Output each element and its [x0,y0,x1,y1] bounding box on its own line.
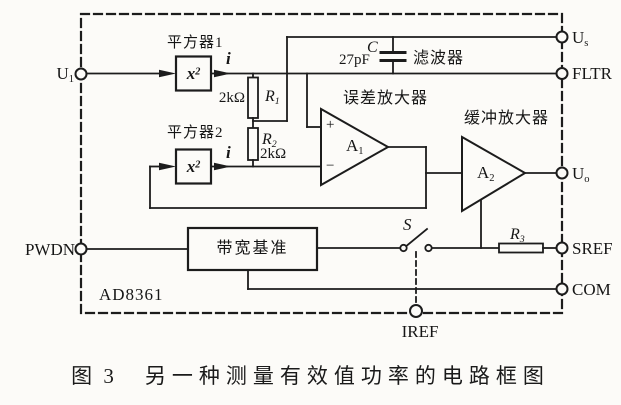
switch-contact-left [399,243,408,253]
resistor-r3-body [498,242,544,254]
error-amp-triangle [320,107,391,187]
terminal-label-uo: Uo [572,164,590,185]
terminal-uo [555,166,569,180]
squarer2-box [174,148,213,185]
switch-contact-right [424,243,433,253]
resistor-r1-value: 2kΩ [218,90,245,106]
arrow-into-squarer2 [159,162,176,171]
switch-lever [405,227,429,247]
circuit-diagram: U1 PWDN Us FLTR Uo SREF COM IREF AD8361 … [24,12,613,341]
bandgap-label: 带宽基准 [216,240,289,257]
resistor-r3-label: R3 [510,226,525,245]
arrow-out-squarer2 [214,162,231,171]
filter-label: 滤波器 [413,50,465,67]
resistor-r1-body [247,76,259,119]
error-amp-label: 误差放大器 [343,90,429,107]
chip-boundary [79,12,564,315]
terminal-fltr [555,67,569,80]
buffer-amp-label: 缓冲放大器 [464,110,550,127]
capacitor-value: 27pF [339,52,370,68]
squarer1-current-label: i [226,49,231,68]
squarer1-box [174,55,213,92]
error-amp-minus: − [326,158,335,174]
chip-name: AD8361 [99,285,164,304]
bandgap-box [186,226,319,272]
terminal-label-u1: U1 [56,64,74,85]
squarer1-symbol: x2 [186,63,201,83]
squarer2-current-label: i [226,143,231,162]
arrow-into-squarer1 [159,69,176,78]
arrow-out-squarer1 [214,69,231,78]
resistor-r2-label: R2 [262,131,277,150]
terminal-us [555,30,569,44]
switch-label: S [403,215,412,234]
figure-caption: 图 3 另一种测量有效值功率的电路框图 [0,360,621,390]
resistor-r1-label: R1 [265,88,280,107]
squarer2-label: 平方器2 [167,125,224,141]
error-amp-plus: + [326,117,335,133]
squarer1-label: 平方器1 [167,35,224,51]
squarer2-symbol: x2 [186,156,201,176]
terminal-com [555,282,569,296]
terminal-sref [555,241,569,255]
caption-number: 图 3 [71,364,117,388]
resistor-r2-body [247,127,259,161]
buffer-amp-name: A2 [477,163,495,184]
buffer-amp-triangle [461,135,527,213]
terminal-label-us: Us [572,28,589,49]
terminal-label-fltr: FLTR [572,64,613,83]
terminal-label-iref: IREF [401,322,439,341]
terminal-pwdn [74,242,88,256]
error-amp-name: A1 [346,136,364,157]
circuit-lines [74,12,569,318]
capacitor-name: C [367,39,378,56]
caption-title: 另一种测量有效值功率的电路框图 [144,364,550,388]
terminal-label-sref: SREF [572,239,613,258]
terminal-label-pwdn: PWDN [24,240,75,259]
circuit-svg [74,12,569,318]
terminal-u1 [74,67,88,81]
resistor-r2-value: 2kΩ [260,146,287,162]
terminal-label-com: COM [572,280,611,299]
terminal-iref [409,304,423,318]
